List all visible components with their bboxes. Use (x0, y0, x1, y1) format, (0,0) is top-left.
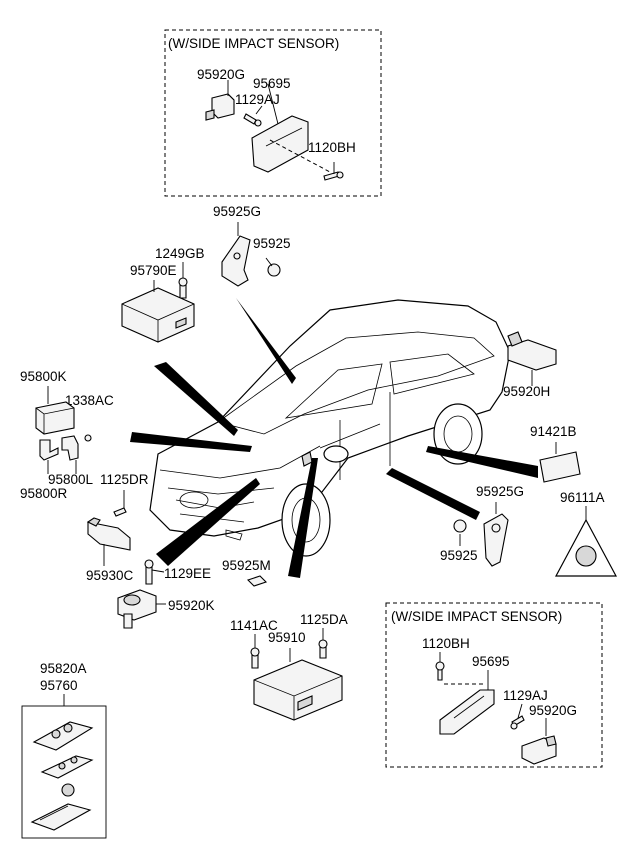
module-icon (86, 517, 131, 566)
airbag-warning-label-icon (554, 506, 618, 577)
label-1120BH-top: 1120BH (308, 140, 356, 155)
key-fob-icon (40, 755, 94, 779)
label-95925-top: 95925 (253, 236, 291, 251)
battery-icon (61, 783, 75, 797)
nut-icon (84, 434, 92, 442)
label-1125DR: 1125DR (100, 472, 149, 487)
control-module-icon (35, 386, 75, 435)
top-box-title: (W/SIDE IMPACT SENSOR) (168, 36, 339, 51)
label-95930C: 95930C (86, 568, 134, 583)
label-95800K: 95800K (20, 369, 67, 384)
side-impact-sensor-icon (205, 93, 235, 121)
label-95910: 95910 (268, 630, 306, 645)
top-side-impact-box (164, 29, 382, 197)
bolt-icon (113, 490, 127, 517)
bracket-icon (221, 235, 251, 287)
bolt-icon (435, 652, 445, 681)
label-95925G-right: 95925G (476, 484, 524, 499)
label-95790E: 95790E (130, 263, 177, 278)
control-module-icon (253, 648, 343, 721)
bracket-icon (39, 435, 79, 461)
label-95920H: 95920H (503, 384, 550, 399)
label-95800L: 95800L (48, 472, 94, 487)
assembly-line (269, 139, 331, 173)
label-95820A: 95820A (40, 661, 87, 676)
label-1129EE: 1129EE (164, 566, 211, 581)
sensor-pad-icon (539, 451, 581, 483)
nut-icon (265, 257, 281, 277)
bolt-icon (323, 171, 344, 181)
bolt-icon (243, 113, 262, 127)
label-96111A: 96111A (560, 490, 605, 505)
pointer-wedge (386, 468, 480, 520)
label-1338AC: 1338AC (65, 393, 114, 408)
bracket-icon (251, 115, 309, 173)
side-impact-sensor-icon (521, 718, 557, 765)
label-1129AJ-bottom: 1129AJ (503, 688, 548, 703)
leader-lines (227, 80, 335, 174)
pointer-wedge (288, 458, 318, 578)
label-95925M: 95925M (222, 558, 271, 573)
bottom-side-impact-box (385, 602, 603, 768)
label-95925G-top: 95925G (213, 204, 261, 219)
bolt-icon (178, 262, 188, 299)
pointer-wedge (156, 478, 260, 566)
control-module-icon (121, 280, 195, 343)
label-95920G-top: 95920G (197, 67, 245, 82)
nut-icon (453, 519, 467, 546)
bolt-icon (510, 703, 525, 730)
bolt-icon (144, 559, 165, 585)
bracket-icon (439, 670, 495, 735)
label-1129AJ-top: 1129AJ (235, 92, 280, 107)
bolt-icon (250, 634, 260, 669)
leader-lines (47, 460, 77, 474)
key-fob-box (21, 705, 107, 839)
key-fob-icon (30, 803, 92, 831)
pointer-wedge (154, 362, 238, 436)
sensor-pad-icon (246, 575, 268, 587)
label-95695-top: 95695 (253, 76, 291, 91)
label-1125DA: 1125DA (300, 612, 348, 627)
label-95695-bottom: 95695 (472, 654, 510, 669)
side-impact-sensor-icon (117, 589, 166, 629)
pointer-wedge (130, 432, 252, 452)
label-95800R: 95800R (20, 486, 68, 501)
label-1141AC: 1141AC (230, 618, 278, 633)
label-95925-right: 95925 (440, 548, 478, 563)
label-95760: 95760 (40, 678, 78, 693)
label-91421B: 91421B (530, 424, 577, 439)
label-1120BH-bottom: 1120BH (422, 636, 470, 651)
side-impact-sensor-icon (507, 331, 557, 386)
label-1249GB: 1249GB (155, 246, 205, 261)
label-95920K: 95920K (168, 598, 215, 613)
bracket-icon (483, 502, 509, 567)
pointer-wedge (426, 446, 538, 478)
bottom-box-title: (W/SIDE IMPACT SENSOR) (391, 609, 562, 624)
pointer-wedge (236, 298, 296, 384)
label-95920G-bottom: 95920G (529, 703, 577, 718)
key-fob-icon (32, 721, 94, 751)
bolt-icon (318, 628, 328, 659)
